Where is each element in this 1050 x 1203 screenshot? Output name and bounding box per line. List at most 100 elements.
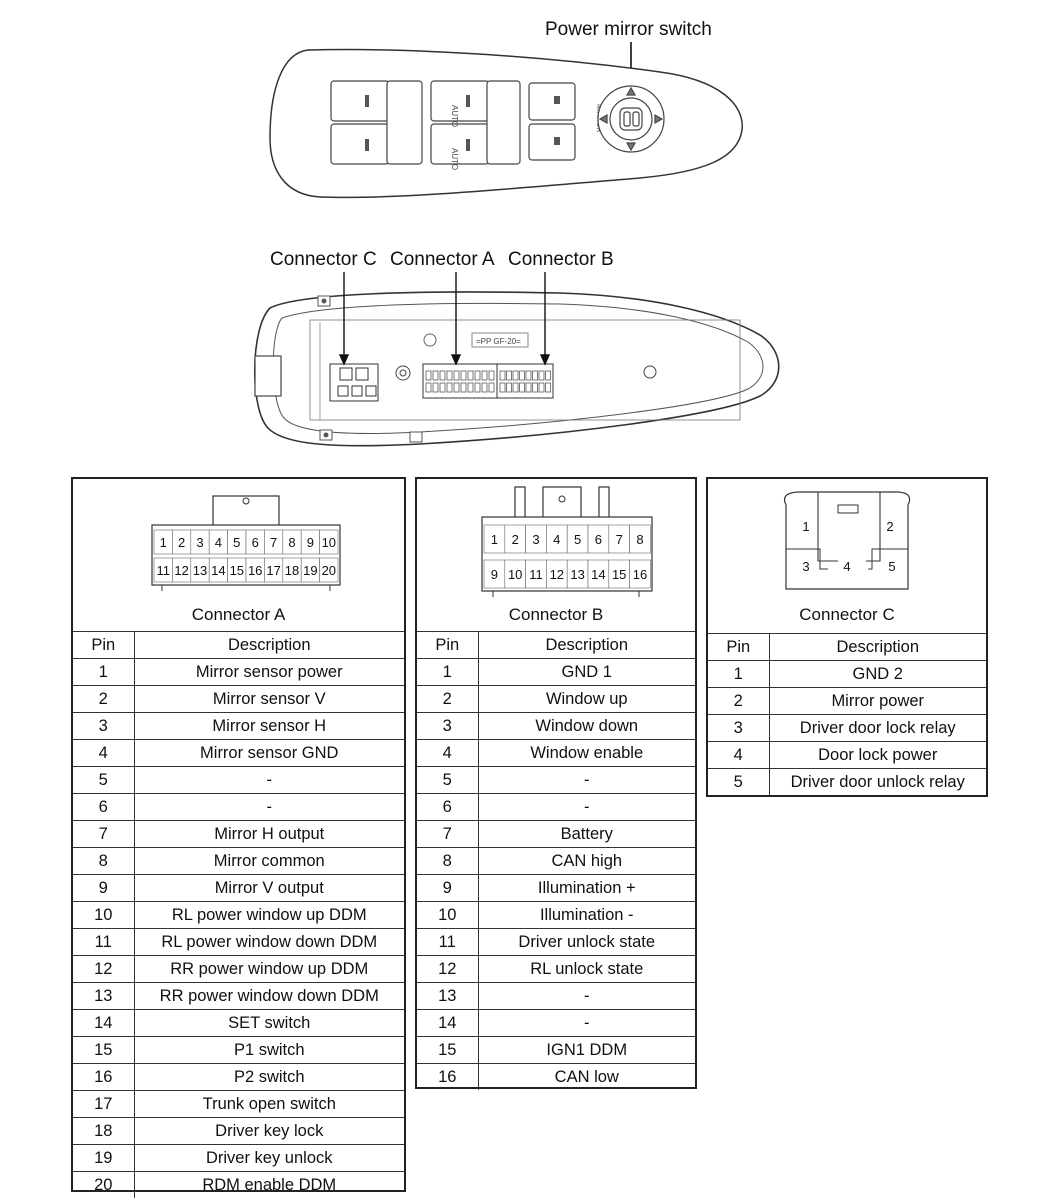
pin-description-cell: -: [477, 793, 695, 821]
pin-number-cell: 12: [73, 955, 135, 983]
pin-cell: [319, 529, 339, 555]
pin-number-cell: 14: [417, 1009, 479, 1037]
pin-description-cell: -: [133, 793, 404, 821]
pin-number-cell: 1: [417, 658, 479, 686]
pin-label: 11: [156, 563, 170, 578]
pin-description-cell: Illumination -: [477, 901, 695, 929]
pin-number-cell: 6: [417, 793, 479, 821]
pin-label: 9: [307, 535, 314, 550]
pin-number-cell: 10: [417, 901, 479, 929]
pin-description-cell: RDM enable DDM: [133, 1171, 404, 1198]
pin-label: 15: [230, 563, 244, 578]
pin-number-cell: 3: [417, 712, 479, 740]
pin-label: 8: [636, 532, 643, 547]
pin-description-cell: Window down: [477, 712, 695, 740]
callout-connector-c: Connector C: [270, 249, 377, 270]
pin-number-cell: 19: [73, 1144, 135, 1172]
pin-number-cell: 3: [73, 712, 135, 740]
pin-description-cell: Mirror sensor V: [133, 685, 404, 713]
pin-description-cell: Trunk open switch: [133, 1090, 404, 1118]
pin-label: 12: [550, 567, 564, 582]
pin-number-cell: 13: [417, 982, 479, 1010]
table-row: 5-: [73, 766, 404, 794]
pin-label: 7: [270, 535, 277, 550]
pin-label: 3: [196, 535, 203, 550]
pin-description-cell: CAN low: [477, 1063, 695, 1090]
pin-description-cell: RL power window up DDM: [133, 901, 404, 929]
pin-label: 8: [288, 535, 295, 550]
pin-description-cell: Window up: [477, 685, 695, 713]
connector-c-housing: [329, 363, 379, 402]
pin-description-cell: Driver door unlock relay: [768, 768, 986, 795]
pin-number-cell: 11: [73, 928, 135, 956]
pin-description-cell: Window enable: [477, 739, 695, 767]
pin-number-cell: 1: [708, 660, 770, 688]
pin-number-cell: 16: [73, 1063, 135, 1091]
svg-text:AUTO: AUTO: [450, 105, 459, 127]
switch-underside-illustration: =PP GF-20=: [253, 272, 780, 447]
pin-label: 16: [248, 563, 262, 578]
pin-label: 4: [843, 559, 850, 574]
description-column-header: Description: [133, 631, 404, 659]
pin-description-cell: Mirror sensor H: [133, 712, 404, 740]
pin-description-cell: Mirror sensor power: [133, 658, 404, 686]
callout-connector-a: Connector A: [390, 249, 495, 270]
pin-description-cell: Mirror common: [133, 847, 404, 875]
pin-number-cell: 2: [417, 685, 479, 713]
pin-label: 5: [574, 532, 581, 547]
pin-number-cell: 15: [73, 1036, 135, 1064]
lock-button: [528, 82, 576, 121]
connector-c-title: Connector C: [799, 605, 895, 624]
pin-label: 14: [211, 563, 225, 578]
pin-description-cell: RR power window up DDM: [133, 955, 404, 983]
pin-label: 10: [322, 535, 336, 550]
pin-number-cell: 5: [73, 766, 135, 794]
pin-label: 4: [215, 535, 222, 550]
table-row: 6-: [417, 793, 695, 821]
pin-description-cell: RL power window down DDM: [133, 928, 404, 956]
pin-label: 4: [553, 532, 560, 547]
pin-description-cell: Driver key lock: [133, 1117, 404, 1145]
pin-description-cell: CAN high: [477, 847, 695, 875]
pin-description-cell: IGN1 DDM: [477, 1036, 695, 1064]
pin-description-cell: Mirror H output: [133, 820, 404, 848]
pin-description-cell: Driver door lock relay: [768, 714, 986, 742]
pin-column-header: Pin: [708, 633, 770, 661]
pin-number-cell: 9: [417, 874, 479, 902]
pin-label: 1: [802, 519, 809, 534]
pin-number-cell: 1: [73, 658, 135, 686]
pin-number-cell: 13: [73, 982, 135, 1010]
power-mirror-switch-label: Power mirror switch: [545, 19, 712, 40]
pin-label: 12: [174, 563, 188, 578]
pin-description-cell: Mirror sensor GND: [133, 739, 404, 767]
pin-description-cell: RL unlock state: [477, 955, 695, 983]
pin-cell: [319, 557, 339, 583]
pin-label: 20: [322, 563, 336, 578]
pin-number-cell: 5: [708, 768, 770, 795]
pin-description-cell: RR power window down DDM: [133, 982, 404, 1010]
pin-cell: [629, 559, 651, 589]
pin-label: 13: [193, 563, 207, 578]
pin-label: 5: [888, 559, 895, 574]
pin-description-cell: -: [477, 766, 695, 794]
pin-description-cell: GND 1: [477, 658, 695, 686]
